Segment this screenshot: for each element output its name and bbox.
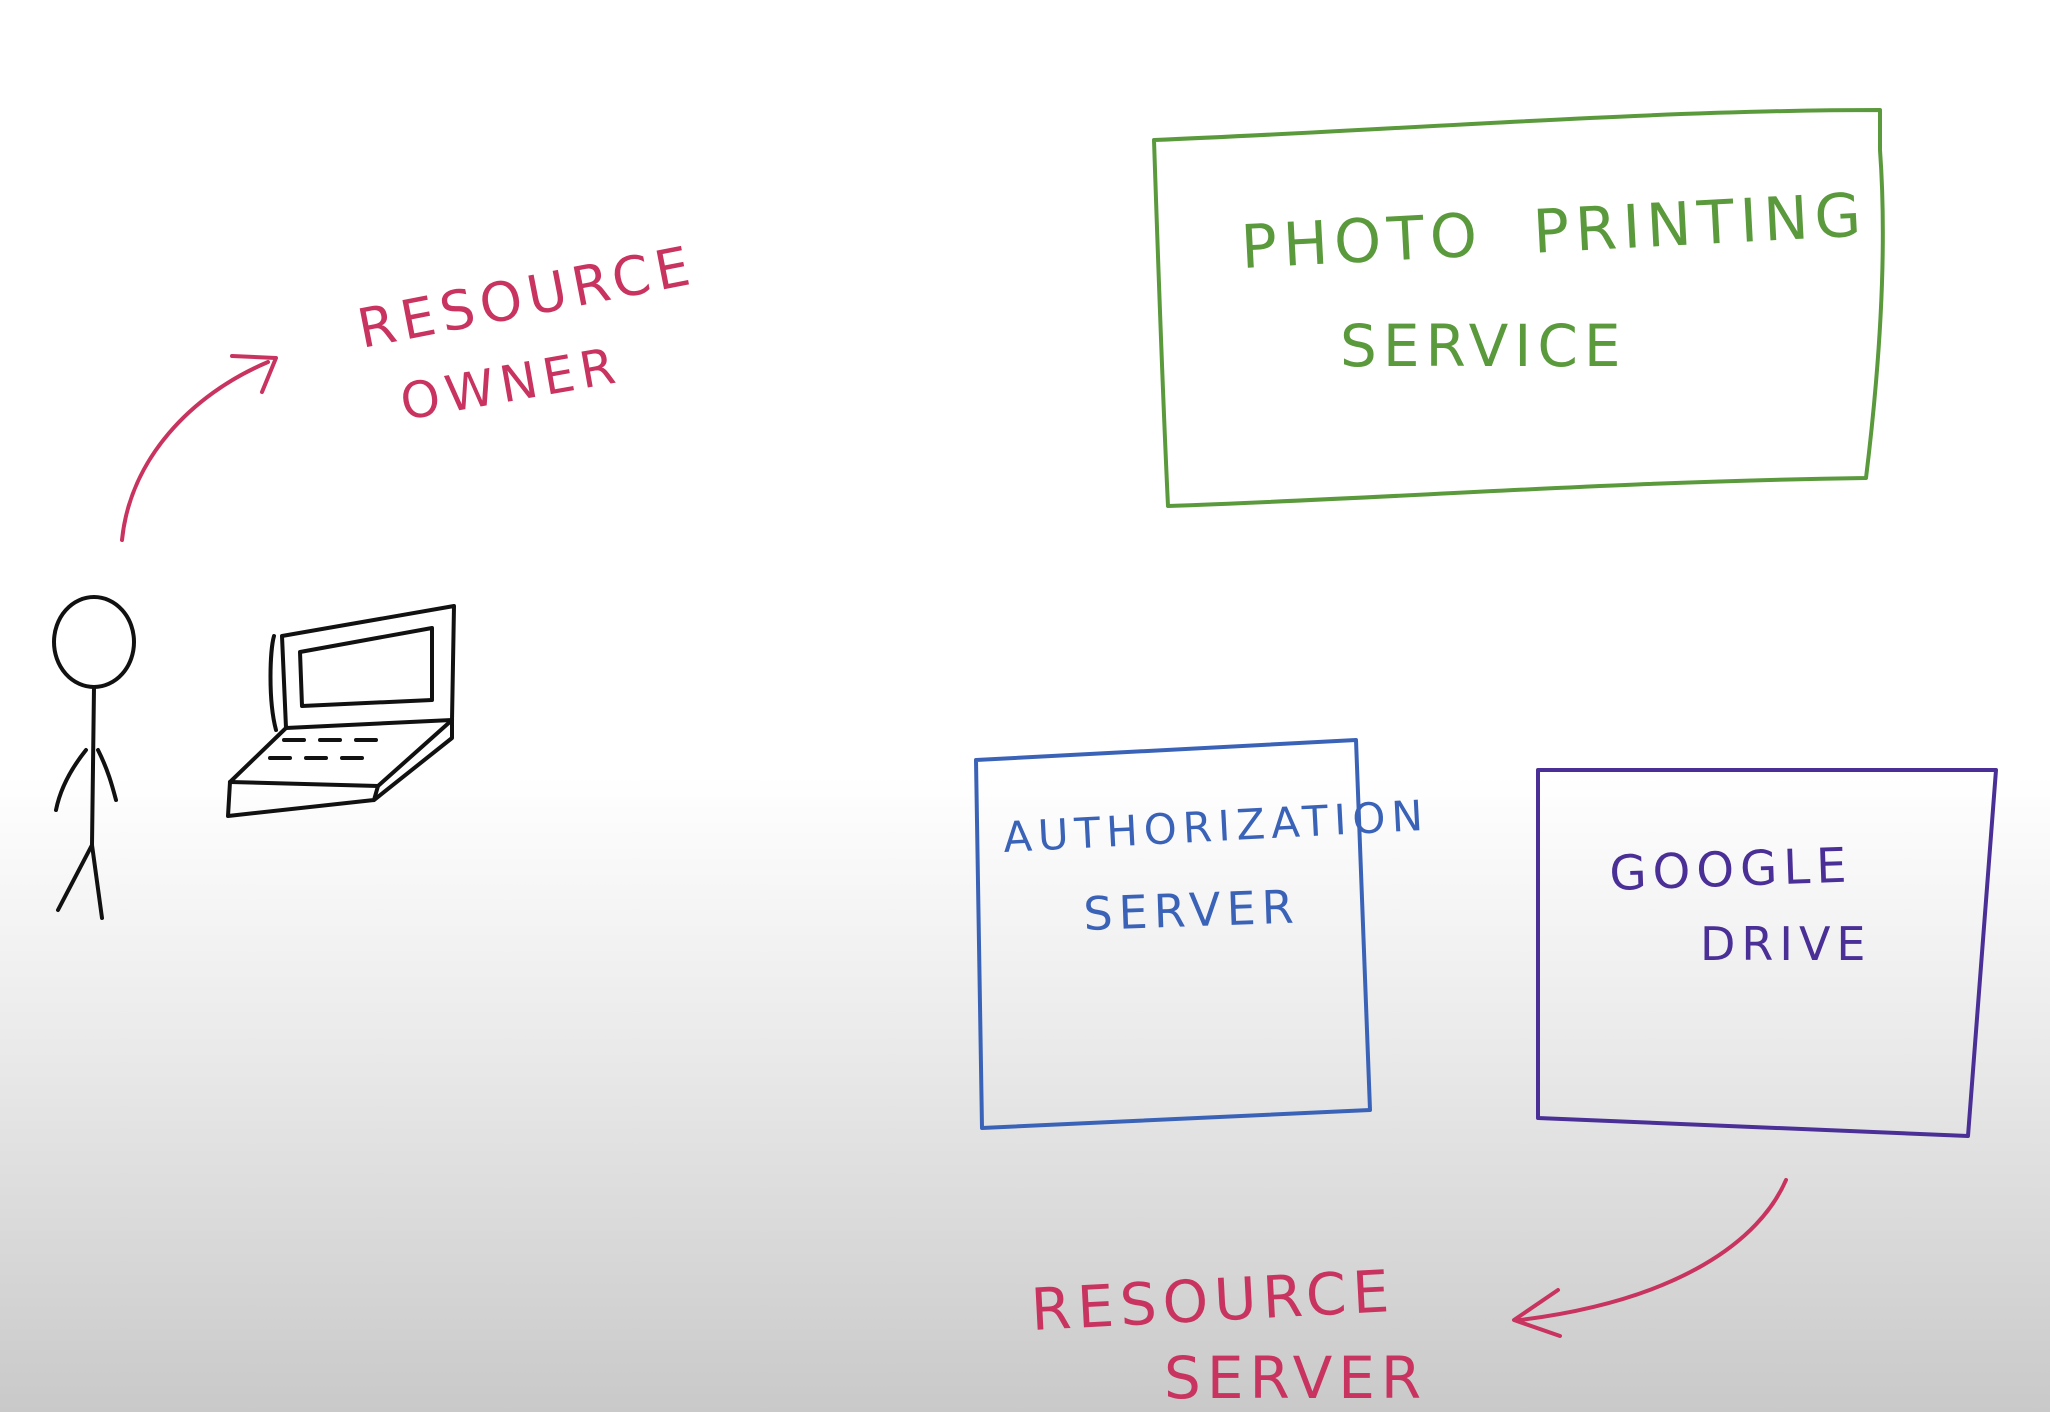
- resource-server-arrow: [1518, 1178, 1788, 1322]
- auth-server-label-line2: SERVER: [1082, 879, 1300, 941]
- resource-owner-label-line2: OWNER: [396, 336, 625, 432]
- resource-owner-arrow: [120, 360, 270, 542]
- photo-service-label-line2: SERVICE: [1340, 312, 1627, 380]
- resource-owner-label-line1: RESOURCE: [352, 234, 700, 361]
- laptop-icon: [226, 604, 456, 818]
- resource-server-arrowhead: [1512, 1288, 1562, 1338]
- resource-server-label-line1: RESOURCE: [1029, 1257, 1396, 1344]
- photo-service-label-line1: PHOTO PRINTING: [1239, 180, 1869, 283]
- user-stick-figure-icon: [52, 595, 136, 920]
- auth-server-label-line1: AUTHORIZATION: [1002, 791, 1430, 862]
- resource-server-annotation: RESOURCE SERVER: [1029, 1178, 1788, 1412]
- google-drive-label-line2: DRIVE: [1700, 917, 1871, 971]
- photo-printing-service-box: PHOTO PRINTING SERVICE: [1152, 108, 1885, 508]
- resource-owner-annotation: RESOURCE OWNER: [120, 234, 701, 542]
- resource-server-label-line2: SERVER: [1164, 1344, 1427, 1412]
- authorization-server-box: AUTHORIZATION SERVER: [974, 738, 1430, 1130]
- google-drive-label-line1: GOOGLE: [1608, 838, 1853, 902]
- resource-owner-arrowhead: [230, 354, 278, 394]
- google-drive-box: GOOGLE DRIVE: [1536, 768, 1998, 1138]
